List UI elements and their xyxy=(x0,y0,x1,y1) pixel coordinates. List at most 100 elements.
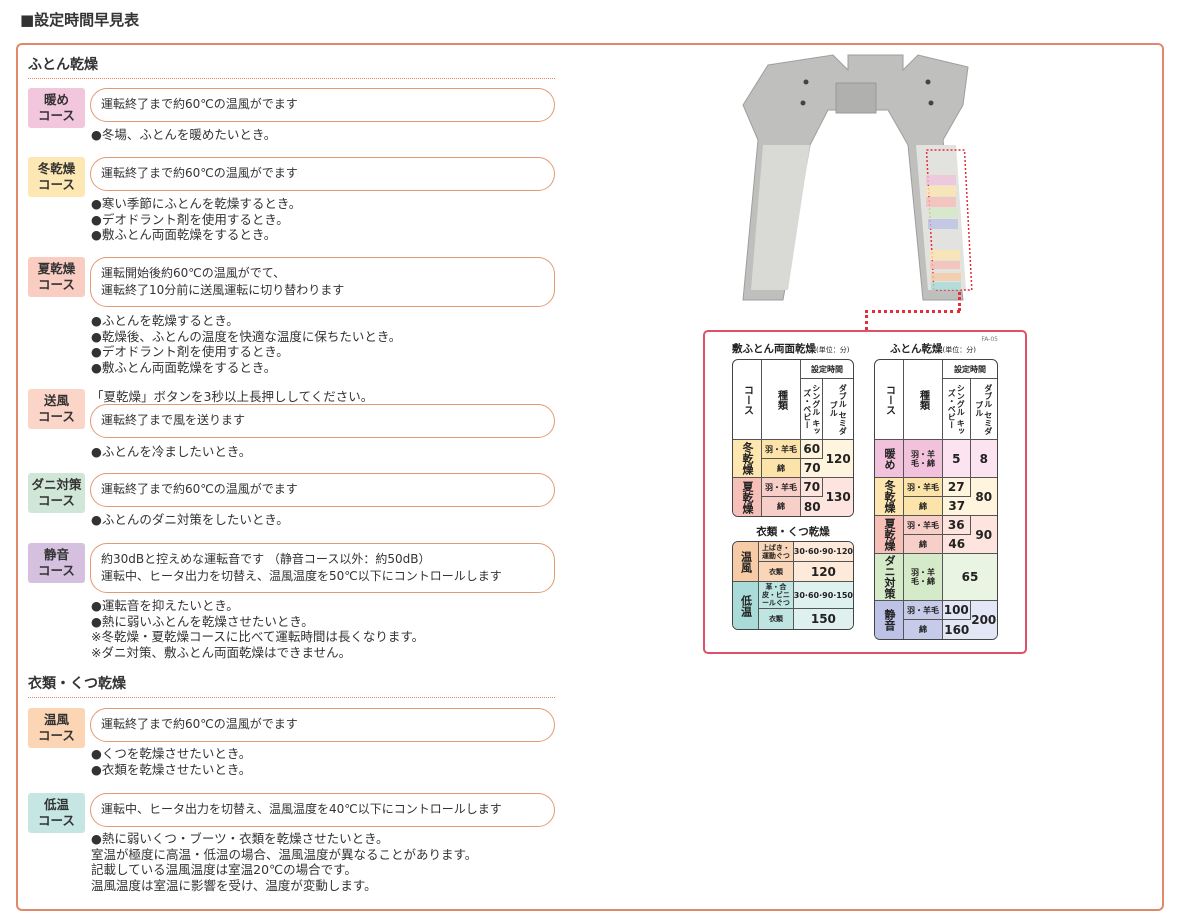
description-line: 運転終了まで約60℃の温風がでます xyxy=(101,97,298,111)
header-course: コース xyxy=(733,360,762,440)
type-cell: 綿 xyxy=(762,497,801,516)
course-suffix: コース xyxy=(38,728,75,743)
single-time-cell: 70 xyxy=(801,478,824,497)
course-name: 冬乾燥 xyxy=(37,161,76,176)
note-line: ●乾燥後、ふとんの温度を快適な温度に保ちたいとき。 xyxy=(91,328,402,344)
note-line: ●敷ふとん両面乾燥をするとき。 xyxy=(91,359,277,375)
divider xyxy=(28,697,555,698)
course-notes: ●くつを乾燥させたいとき。●衣類を乾燥させたいとき。 xyxy=(91,746,251,777)
course-notes: ●熱に弱いくつ・ブーツ・衣類を乾燥させたいとき。室温が極度に高温・低温の場合、温… xyxy=(91,831,477,893)
single-time-cell: 80 xyxy=(801,497,824,516)
connector-line xyxy=(958,292,961,311)
double-time-cell: 120 xyxy=(823,440,853,478)
course-label: 静音コース xyxy=(28,543,85,583)
single-time-cell: 46 xyxy=(943,535,971,554)
course-description: 運転終了まで約60℃の温風がでます xyxy=(90,708,555,742)
header-type: 種類 xyxy=(904,360,943,440)
right-table-column: FA-05 ふとん乾燥(単位：分) コース種類設定時間シングル キッズ・ベビーダ… xyxy=(874,336,998,640)
section-heading-clothes: 衣類・くつ乾燥 xyxy=(28,676,126,692)
futon-dryer-attachment-image xyxy=(742,54,973,301)
single-time-cell: 160 xyxy=(943,620,971,639)
description-line: 運転中、ヒータ出力を切替え、温風温度を40℃以下にコントロールします xyxy=(101,802,502,816)
page-title: ■設定時間早見表 xyxy=(20,11,140,29)
course-description: 運転終了まで約60℃の温風がでます xyxy=(90,157,555,191)
note-line: ●衣類を乾燥させたいとき。 xyxy=(91,761,252,777)
course-label: 夏乾燥コース xyxy=(28,257,85,297)
course-pre-note: 「夏乾燥」ボタンを3秒以上長押ししてください。 xyxy=(91,389,374,404)
course-description: 運転終了まで約60℃の温風がでます xyxy=(90,88,555,122)
header-course: コース xyxy=(875,360,904,440)
type-cell: 羽・羊毛 xyxy=(904,516,943,535)
note-line: ●熱に弱いふとんを乾燥させたいとき。 xyxy=(91,613,314,629)
course-suffix: コース xyxy=(38,813,75,828)
note-line: ●敷ふとん両面乾燥をするとき。 xyxy=(91,227,277,242)
course-notes: ●運転音を抑えたいとき。●熱に弱いふとんを乾燥させたいとき。※冬乾燥・夏乾燥コー… xyxy=(91,598,424,660)
course-suffix: コース xyxy=(38,409,75,424)
double-time-cell: 80 xyxy=(970,478,997,516)
course-cell: 夏乾燥 xyxy=(733,478,762,516)
connector-line xyxy=(865,310,868,330)
course-name: 温風 xyxy=(43,712,69,727)
note-line: ●運転音を抑えたいとき。 xyxy=(91,598,239,613)
description-line: 運転開始後約60℃の温風がでて、 xyxy=(101,266,286,280)
course-label: 冬乾燥コース xyxy=(28,157,85,197)
course-name: 暖め xyxy=(43,92,69,107)
model-number: FA-05 xyxy=(981,336,998,343)
course-name: 夏乾燥 xyxy=(37,261,76,276)
description-line: 運転終了10分前に送風運転に切り替わります xyxy=(101,283,345,297)
header-single: シングル キッズ・ベビー xyxy=(801,379,824,440)
header-double: ダブル セミダブル xyxy=(823,379,853,440)
course-cell: 静音 xyxy=(875,601,904,639)
double-time-cell: 200 xyxy=(970,601,997,639)
type-cell: 羽・羊毛 xyxy=(762,478,801,497)
time-cell: 150 xyxy=(793,609,853,629)
type-cell: 衣類 xyxy=(759,609,794,629)
double-time-cell: 8 xyxy=(970,440,997,478)
course-cell: 温風 xyxy=(733,542,760,582)
course-suffix: コース xyxy=(38,493,75,508)
note-line: ●デオドラント剤を使用するとき。 xyxy=(91,344,289,359)
header-double: ダブル セミダブル xyxy=(970,379,997,440)
single-time-cell: 100 xyxy=(943,601,971,620)
note-line: ※冬乾燥・夏乾燥コースに比べて運転時間は長くなります。 xyxy=(91,629,425,644)
course-suffix: コース xyxy=(38,177,75,192)
course-description: 運転中、ヒータ出力を切替え、温風温度を40℃以下にコントロールします xyxy=(90,793,555,827)
course-notes: ●寒い季節にふとんを乾燥するとき。●デオドラント剤を使用するとき。●敷ふとん両面… xyxy=(91,196,301,243)
course-suffix: コース xyxy=(38,108,75,123)
course-cell: 冬乾燥 xyxy=(733,440,762,478)
course-description: 約30dBと控えめな運転音です （静音コース以外：約50dB）運転中、ヒータ出力… xyxy=(90,543,555,593)
type-cell: 綿 xyxy=(904,535,943,554)
header-single: シングル キッズ・ベビー xyxy=(943,379,971,440)
futon-title: ふとん乾燥(単位：分) xyxy=(890,343,976,355)
note-line: ●熱に弱いくつ・ブーツ・衣類を乾燥させたいとき。 xyxy=(91,831,389,846)
course-cell: ダニ対策 xyxy=(875,554,904,601)
time-cell: 65 xyxy=(943,554,997,601)
type-cell: 羽・羊毛 xyxy=(762,440,801,459)
clothes-title: 衣類・くつ乾燥 xyxy=(756,526,830,538)
course-description: 運転終了まで風を送ります xyxy=(90,404,555,438)
note-line: ●冬場、ふとんを暖めたいとき。 xyxy=(91,127,277,142)
left-table-column: 敷ふとん両面乾燥(単位：分) コース種類設定時間シングル キッズ・ベビーダブル … xyxy=(732,342,854,630)
course-label: 暖めコース xyxy=(28,88,85,128)
note-line: ●ふとんを乾燥するとき。 xyxy=(91,313,239,328)
course-label: 温風コース xyxy=(28,708,85,748)
course-cell: 冬乾燥 xyxy=(875,478,904,516)
course-label: 送風コース xyxy=(28,389,85,429)
